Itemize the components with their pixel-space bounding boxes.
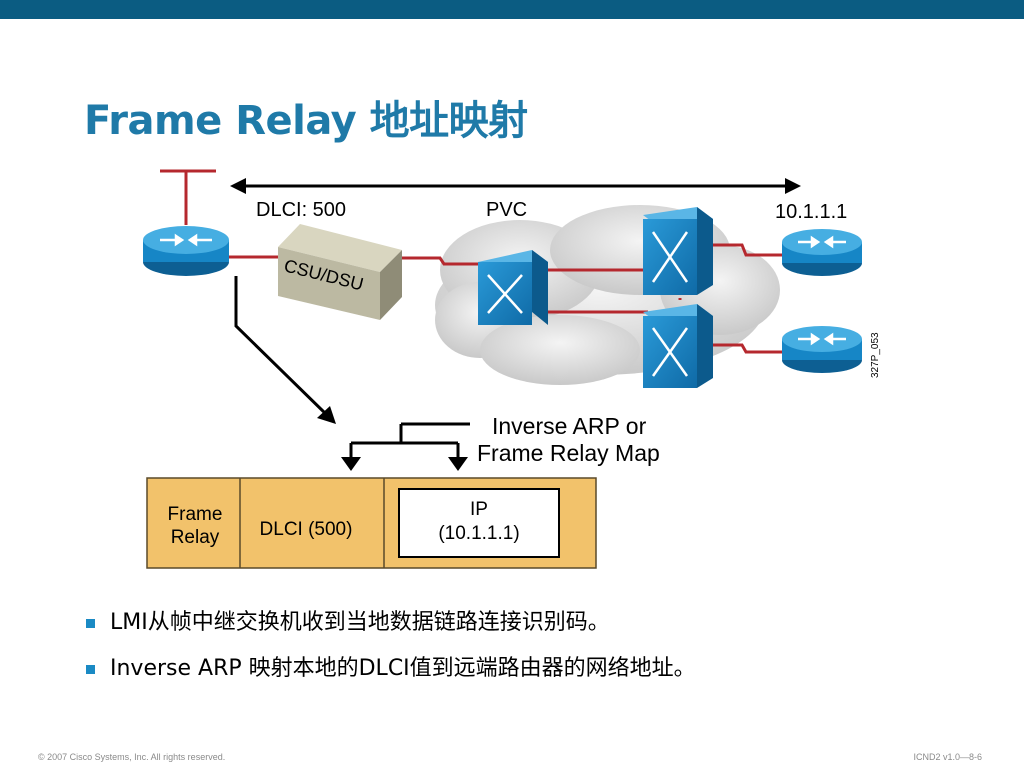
frame-relay-switch-icon [643, 207, 713, 295]
dlci-label: DLCI: 500 [256, 199, 346, 221]
pvc-arrow [230, 178, 801, 194]
router-icon [782, 326, 862, 373]
figure-id: 327P_053 [870, 332, 881, 378]
callout-line-2: Frame Relay Map [477, 440, 660, 466]
router-icon [782, 229, 862, 276]
callout-line-1: Inverse ARP or [492, 413, 647, 439]
pvc-label: PVC [486, 199, 527, 221]
bullet-square-icon [86, 665, 95, 674]
router-icon [143, 226, 229, 276]
frame-relay-cell-line-1: Frame [168, 504, 223, 525]
top-bar [0, 0, 1024, 19]
csu-dsu-icon: CSU/DSU [278, 224, 402, 320]
footer-copyright: © 2007 Cisco Systems, Inc. All rights re… [38, 752, 226, 762]
dlci-cell: DLCI (500) [260, 519, 353, 540]
remote-ip-label: 10.1.1.1 [775, 201, 847, 223]
frame-relay-diagram: DLCI: 500 PVC 10.1.1.1 CSU/DSU [143, 169, 881, 569]
arrow-down-icon [341, 457, 361, 471]
ip-cell-line-2: (10.1.1.1) [438, 523, 519, 544]
arrow-down-icon [448, 457, 468, 471]
bullet-square-icon [86, 619, 95, 628]
network-links [160, 169, 782, 354]
frame-structure: Frame Relay DLCI (500) IP (10.1.1.1) [146, 477, 597, 569]
callout-bracket [349, 422, 470, 459]
ip-cell-line-1: IP [470, 499, 488, 520]
bullet-text: Inverse ARP 映射本地的DLCI值到远端路由器的网络地址。 [110, 656, 696, 681]
frame-relay-switch-icon [478, 250, 548, 325]
footer-course-id: ICND2 v1.0—8-6 [913, 752, 982, 762]
bullet-list: LMI从帧中继交换机收到当地数据链路连接识别码。 Inverse ARP 映射本… [86, 608, 696, 700]
frame-relay-switch-icon [643, 304, 713, 388]
lmi-arrow [234, 276, 336, 424]
bullet-item: LMI从帧中继交换机收到当地数据链路连接识别码。 [86, 608, 696, 654]
bullet-item: Inverse ARP 映射本地的DLCI值到远端路由器的网络地址。 [86, 654, 696, 700]
slide-title: Frame Relay 地址映射 [84, 98, 528, 144]
bullet-text: LMI从帧中继交换机收到当地数据链路连接识别码。 [110, 610, 610, 635]
frame-relay-cell-line-2: Relay [171, 527, 220, 548]
